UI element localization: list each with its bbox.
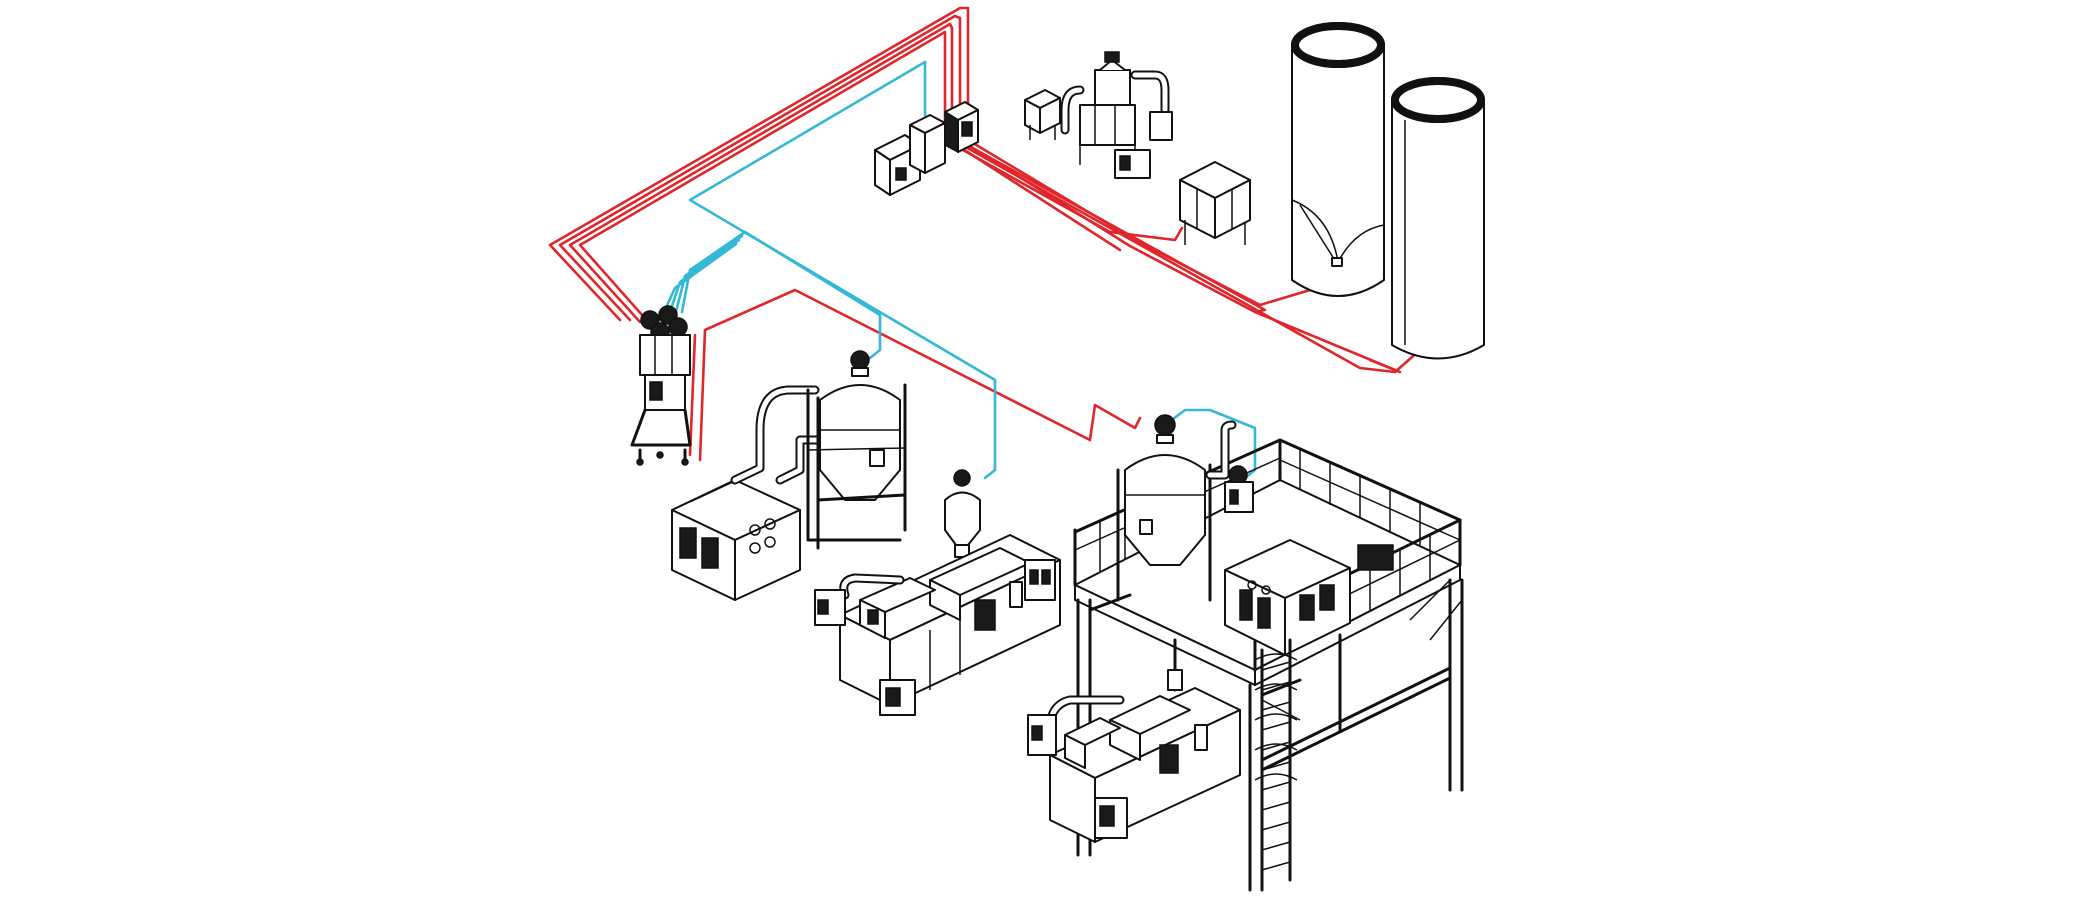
material-line-4	[668, 238, 741, 314]
desiccant-dryer-icon	[671, 385, 825, 601]
vacuum-line-3	[568, 22, 1122, 324]
vacuum-line-5	[956, 138, 1402, 374]
vacuum-line-1	[548, 6, 1362, 322]
desiccant-dryer-icon	[1179, 161, 1251, 245]
central-loader-icon	[630, 305, 692, 466]
silo-icon	[1291, 22, 1385, 297]
material-line-group	[662, 60, 1257, 480]
dryer-hopper-icon	[1116, 414, 1237, 602]
material-line-6	[743, 230, 882, 360]
vacuum-line-group	[548, 6, 1422, 462]
injection-molding-machine-icon	[814, 534, 1061, 716]
desiccant-dryer-icon	[1224, 539, 1394, 656]
central-loader-icon	[1224, 465, 1254, 513]
silo-icon	[1391, 77, 1485, 360]
dryer-hopper-icon	[1060, 51, 1173, 179]
vacuum-pump-icon	[874, 89, 1061, 196]
dryer-hopper-icon	[806, 350, 907, 550]
vacuum-line-7	[698, 288, 1142, 462]
vacuum-line-2	[558, 14, 1257, 322]
vacuum-line-6	[960, 143, 1422, 374]
material-line-7	[1163, 408, 1257, 480]
material-line-2	[680, 230, 747, 314]
material-line-3	[674, 234, 744, 314]
vacuum-line-8	[688, 333, 697, 457]
ladder-icon	[1254, 638, 1298, 887]
injection-molding-machine-icon	[1027, 638, 1241, 843]
material-line-1	[688, 60, 997, 480]
dryer-hopper-icon	[944, 469, 981, 558]
material-line-5	[662, 242, 738, 314]
